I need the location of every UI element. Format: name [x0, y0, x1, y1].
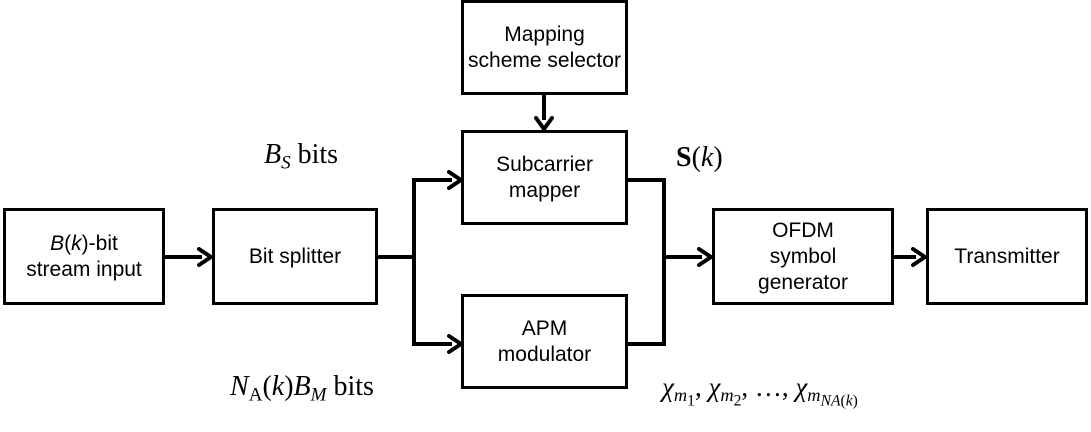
apm-modulator-line1: APM: [521, 316, 568, 340]
subcarrier-mapper-line1: Subcarrier: [496, 152, 593, 176]
bit-splitter-block: Bit splitter: [212, 208, 378, 305]
arrowhead-ofdm: [697, 247, 713, 267]
chi-sequence-label: χm1, χm2, …, χmNA(k): [662, 372, 858, 410]
ofdm-line2: symbol: [769, 244, 837, 268]
ofdm-line3: generator: [758, 270, 848, 294]
ofdm-symbol-generator-block: OFDM symbol generator: [712, 208, 894, 305]
arrowhead-selector: [534, 116, 554, 131]
na-bits-label: NA(k)BM bits: [230, 371, 374, 406]
bit-stream-input-line2: stream input: [26, 257, 142, 281]
arrowhead-transmitter: [911, 247, 927, 267]
ofdm-line1: OFDM: [772, 218, 834, 242]
bit-stream-input-line1: B(k)-bit: [50, 231, 118, 255]
mapping-scheme-selector-block: Mapping scheme selector: [461, 0, 628, 95]
subcarrier-mapper-block: Subcarrier mapper: [461, 130, 628, 225]
transmitter-label: Transmitter: [954, 244, 1060, 268]
bit-stream-input-block: B(k)-bit stream input: [3, 208, 165, 305]
bs-bits-label: BS bits: [264, 139, 339, 174]
s-k-label: S(k): [676, 142, 723, 173]
apm-modulator-block: APM modulator: [461, 294, 628, 389]
arrowhead-splitter: [197, 247, 213, 267]
bit-splitter-label: Bit splitter: [248, 244, 342, 268]
mapping-selector-line2: scheme selector: [468, 48, 621, 72]
apm-modulator-line2: modulator: [497, 342, 592, 366]
transmitter-block: Transmitter: [926, 208, 1088, 305]
subcarrier-mapper-line2: mapper: [508, 178, 581, 202]
mapping-selector-line1: Mapping: [504, 22, 585, 46]
